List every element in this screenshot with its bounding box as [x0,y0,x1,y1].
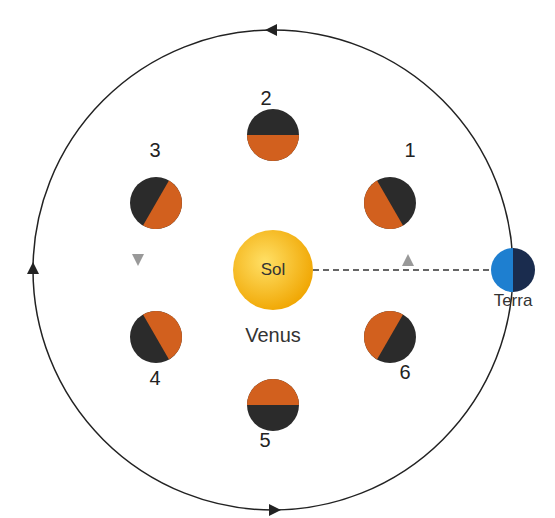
node-label: Sol [261,261,286,280]
orbit-region: SolVenus [138,135,408,405]
earth-shape [491,248,535,292]
callout-number: 5 [259,429,270,451]
sight-line [313,269,491,271]
callout-number: 4 [149,367,160,389]
sun-circle: Sol [233,230,313,310]
venus-phase [130,301,192,363]
node-label: Venus [245,324,301,346]
node-label: Terra [494,292,533,311]
earth-orbit [33,30,513,510]
orbit-arrow [265,24,277,36]
venus-phase [247,379,299,431]
orbit-arrow [402,254,414,266]
orbit-arrow [132,254,144,266]
callout-number: 3 [149,139,160,161]
venus-phase [354,301,416,363]
callout-number: 1 [404,139,415,161]
orbit-arrow [27,262,39,274]
venus-phase [354,177,416,239]
callout-number: 2 [260,87,271,109]
earth-circle: Terra [491,248,535,292]
venus-phase [130,177,192,239]
venus-phase [247,109,299,161]
callout-number: 6 [399,361,410,383]
orbit-arrow [269,504,281,516]
